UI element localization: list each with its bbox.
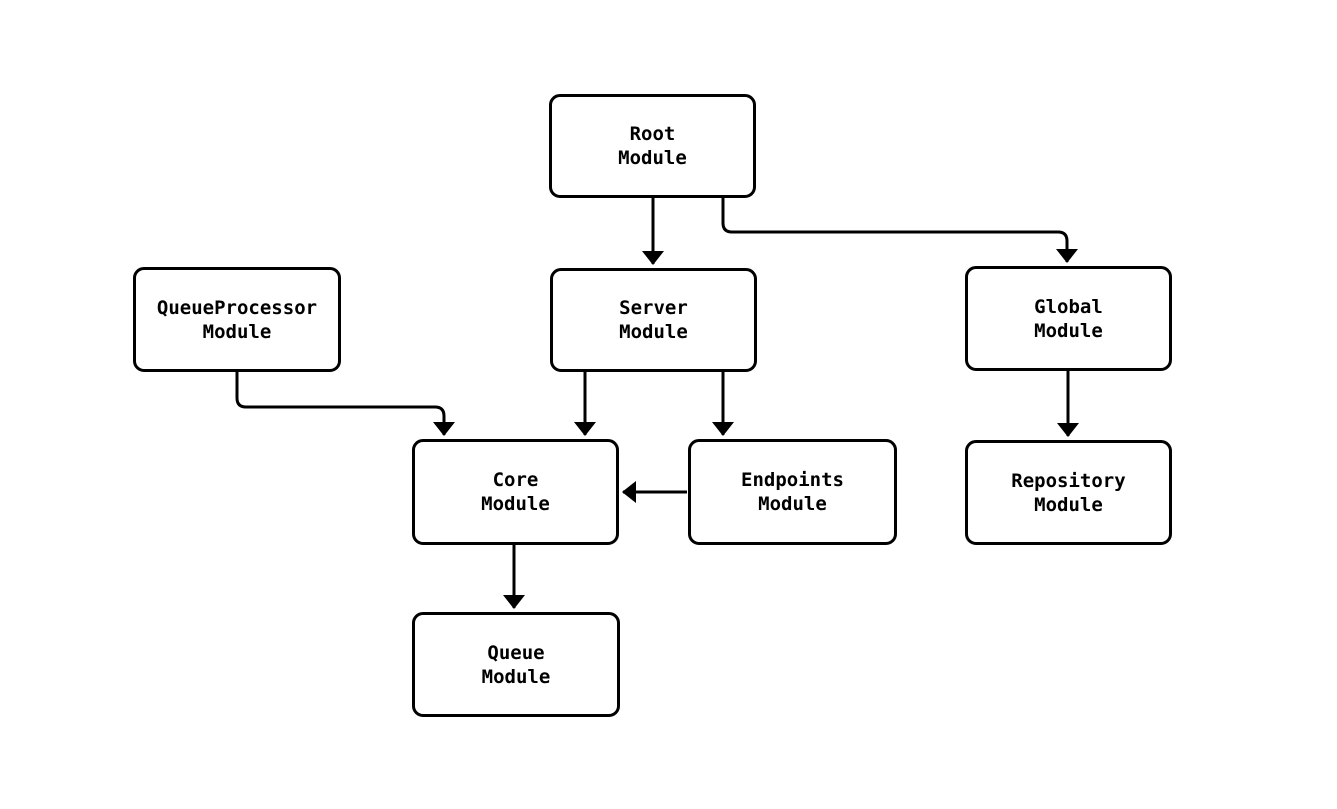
- node-core-module: Core Module: [412, 439, 619, 545]
- node-label: Core Module: [481, 469, 550, 515]
- edge-root-to-global: [721, 197, 1078, 263]
- node-queue-module: Queue Module: [412, 612, 620, 717]
- node-label: Queue Module: [481, 641, 551, 688]
- node-label: Root Module: [618, 123, 687, 169]
- node-label: QueueProcessor Module: [156, 296, 318, 343]
- node-label: Global Module: [1034, 295, 1103, 342]
- node-server-module: Server Module: [550, 268, 757, 372]
- node-label: Repository Module: [1011, 469, 1126, 516]
- node-queueprocessor-module: QueueProcessor Module: [133, 267, 341, 372]
- edge-queueprocessor-to-core: [235, 371, 455, 436]
- node-label: Server Module: [619, 297, 688, 343]
- diagram-edges-group: [235, 197, 1079, 609]
- node-root-module: Root Module: [549, 94, 756, 198]
- node-label: Endpoints Module: [741, 469, 844, 515]
- node-global-module: Global Module: [965, 266, 1172, 371]
- node-endpoints-module: Endpoints Module: [688, 439, 897, 545]
- node-repository-module: Repository Module: [965, 440, 1172, 545]
